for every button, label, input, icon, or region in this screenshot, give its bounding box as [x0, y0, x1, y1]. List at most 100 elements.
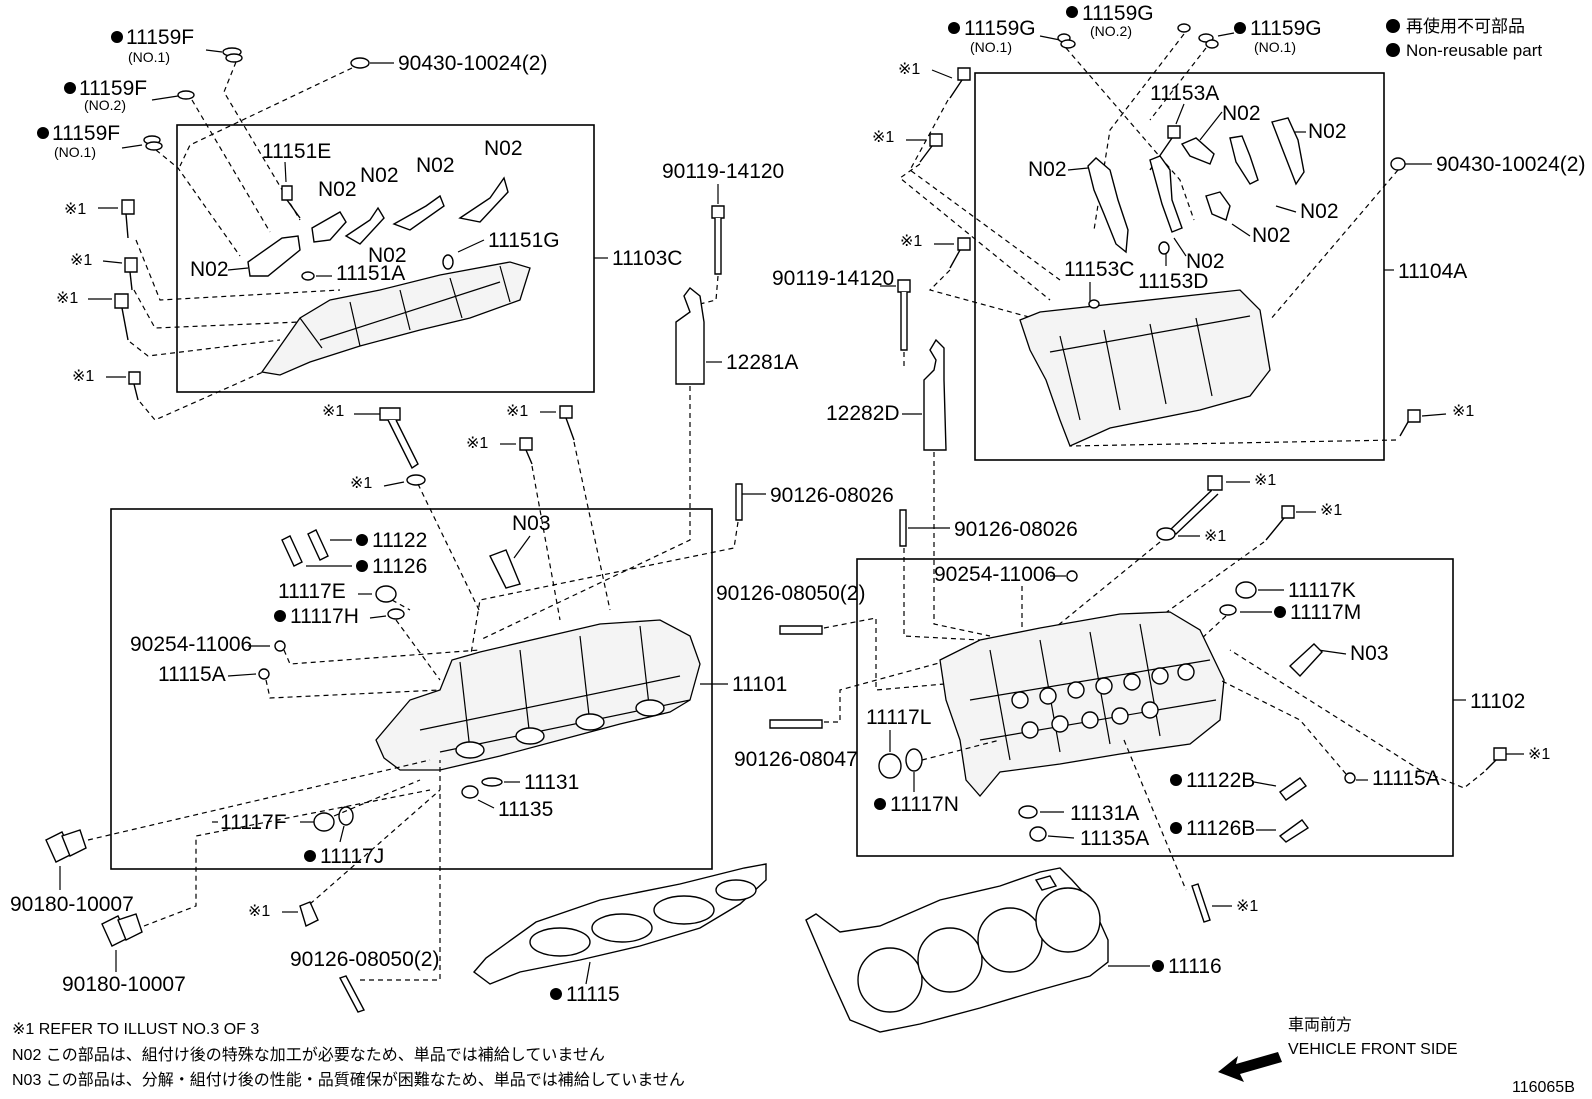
svg-text:※1: ※1: [1452, 403, 1474, 420]
cylinder-head-left: [375, 619, 701, 771]
label-11116: 11116: [1168, 955, 1222, 978]
svg-text:※1: ※1: [1528, 746, 1550, 763]
svg-text:N02: N02: [360, 164, 399, 187]
non-reusable-dot-icon: [1386, 43, 1400, 57]
label-11159F-no1-top: 11159F: [126, 26, 194, 49]
svg-text:※1: ※1: [1204, 528, 1226, 545]
label-11117K: 11117K: [1288, 579, 1356, 602]
label-11153A: 11153A: [1150, 82, 1219, 105]
label-90430-left: 90430-10024(2): [398, 52, 547, 75]
label-90254-left: 90254-11006: [130, 633, 252, 656]
label-11122B: 11122B: [1186, 769, 1255, 792]
label-11117F: 11117F: [220, 811, 287, 834]
engine-hanger-left: [675, 287, 705, 385]
label-90119-right: 90119-14120: [772, 267, 894, 290]
svg-text:N02: N02: [484, 137, 523, 160]
svg-text:(NO.2): (NO.2): [84, 97, 126, 113]
label-11131: 11131: [524, 771, 579, 794]
label-11151G: 11151G: [488, 229, 560, 252]
svg-text:※1: ※1: [1236, 898, 1258, 915]
label-11104A: 11104A: [1398, 260, 1467, 283]
svg-text:※1: ※1: [466, 435, 488, 452]
svg-text:※1: ※1: [70, 252, 92, 269]
label-11135: 11135: [498, 798, 553, 821]
direction-en: VEHICLE FRONT SIDE: [1288, 1041, 1458, 1058]
svg-text:11159G: 11159G: [1250, 17, 1322, 40]
label-11117M: 11117M: [1290, 601, 1361, 624]
svg-text:※1: ※1: [506, 403, 528, 420]
label-90126-08047: 90126-08047: [734, 748, 858, 771]
svg-text:※1: ※1: [322, 403, 344, 420]
label-11115A-right: 11115A: [1372, 767, 1440, 790]
note-refer: ※1 REFER TO ILLUST NO.3 OF 3: [12, 1021, 259, 1038]
legend-en: Non-reusable part: [1406, 41, 1542, 60]
svg-text:N03: N03: [512, 512, 551, 535]
label-11135A: 11135A: [1080, 827, 1149, 850]
svg-text:(NO.2): (NO.2): [1090, 23, 1132, 39]
engine-hanger-right: [923, 338, 947, 451]
svg-text:(NO.1): (NO.1): [970, 39, 1012, 55]
cam-housing-left: [247, 176, 531, 376]
svg-text:※1: ※1: [898, 61, 920, 78]
svg-text:N03: N03: [1350, 642, 1389, 665]
svg-text:N02: N02: [1308, 120, 1347, 143]
label-11117L: 11117L: [866, 706, 931, 729]
label-11131A: 11131A: [1070, 802, 1139, 825]
svg-text:N02: N02: [368, 244, 407, 267]
label-90126-08026-right: 90126-08026: [954, 518, 1078, 541]
svg-text:※1: ※1: [872, 129, 894, 146]
note-n03: N03 この部品は、分解・組付け後の性能・品質確保が困難なため、単品では補給して…: [12, 1071, 685, 1089]
non-reusable-dot-icon: [1386, 19, 1400, 33]
svg-text:11159F: 11159F: [52, 122, 120, 145]
legend-jp: 再使用不可部品: [1406, 16, 1525, 36]
svg-text:N02: N02: [1222, 102, 1261, 125]
label-11102: 11102: [1470, 690, 1525, 713]
label-11117N: 11117N: [890, 793, 959, 816]
svg-text:N02: N02: [190, 258, 229, 281]
label-90254-right: 90254-11006: [934, 563, 1056, 586]
label-11126: 11126: [372, 555, 427, 578]
illustration-id: 116065B: [1512, 1079, 1575, 1096]
label-11151E: 11151E: [262, 140, 331, 163]
svg-text:(NO.1): (NO.1): [54, 144, 96, 160]
cylinder-head-right: [939, 611, 1225, 798]
label-11153C: 11153C: [1064, 258, 1134, 281]
label-12282D: 12282D: [826, 402, 900, 425]
label-11117H: 11117H: [290, 605, 359, 628]
legend: 再使用不可部品 Non-reusable part: [1386, 16, 1542, 60]
cam-housing-right-box: [974, 72, 1385, 461]
label-90430-right: 90430-10024(2): [1436, 153, 1585, 176]
head-gasket-left: [472, 863, 767, 985]
svg-text:※1: ※1: [1320, 502, 1342, 519]
svg-text:※1: ※1: [56, 290, 78, 307]
label-90126-08050-left: 90126-08050(2): [290, 948, 439, 971]
direction-jp: 車両前方: [1288, 1016, 1352, 1034]
svg-text:※1: ※1: [1254, 472, 1276, 489]
note-n02: N02 この部品は、組付け後の特殊な加工が必要なため、単品では補給していません: [12, 1046, 605, 1064]
svg-text:N02: N02: [416, 154, 455, 177]
label-11103C: 11103C: [612, 247, 682, 270]
label-90126-08050-right: 90126-08050(2): [716, 582, 865, 605]
svg-text:11159G: 11159G: [964, 17, 1036, 40]
svg-text:※1: ※1: [350, 475, 372, 492]
label-90180-2: 90180-10007: [62, 973, 186, 996]
label-11115: 11115: [566, 983, 620, 1006]
cylinder-head-right-box: [856, 558, 1454, 857]
label-11151A: 11151A: [336, 262, 405, 285]
svg-text:(NO.1): (NO.1): [128, 49, 170, 65]
label-11115A-left: 11115A: [158, 663, 226, 686]
label-11126B: 11126B: [1186, 817, 1255, 840]
label-11122: 11122: [372, 529, 427, 552]
cylinder-head-left-box: [110, 508, 713, 870]
svg-text:※1: ※1: [72, 368, 94, 385]
svg-text:(NO.1): (NO.1): [1254, 39, 1296, 55]
svg-text:N02: N02: [318, 178, 357, 201]
svg-text:N02: N02: [1300, 200, 1339, 223]
label-11117J: 11117J: [320, 845, 384, 868]
svg-text:N02: N02: [1028, 158, 1067, 181]
label-12281A: 12281A: [726, 351, 798, 374]
svg-text:11159G: 11159G: [1082, 2, 1154, 25]
svg-text:N02: N02: [1186, 250, 1225, 273]
label-11153D: 11153D: [1138, 270, 1208, 293]
